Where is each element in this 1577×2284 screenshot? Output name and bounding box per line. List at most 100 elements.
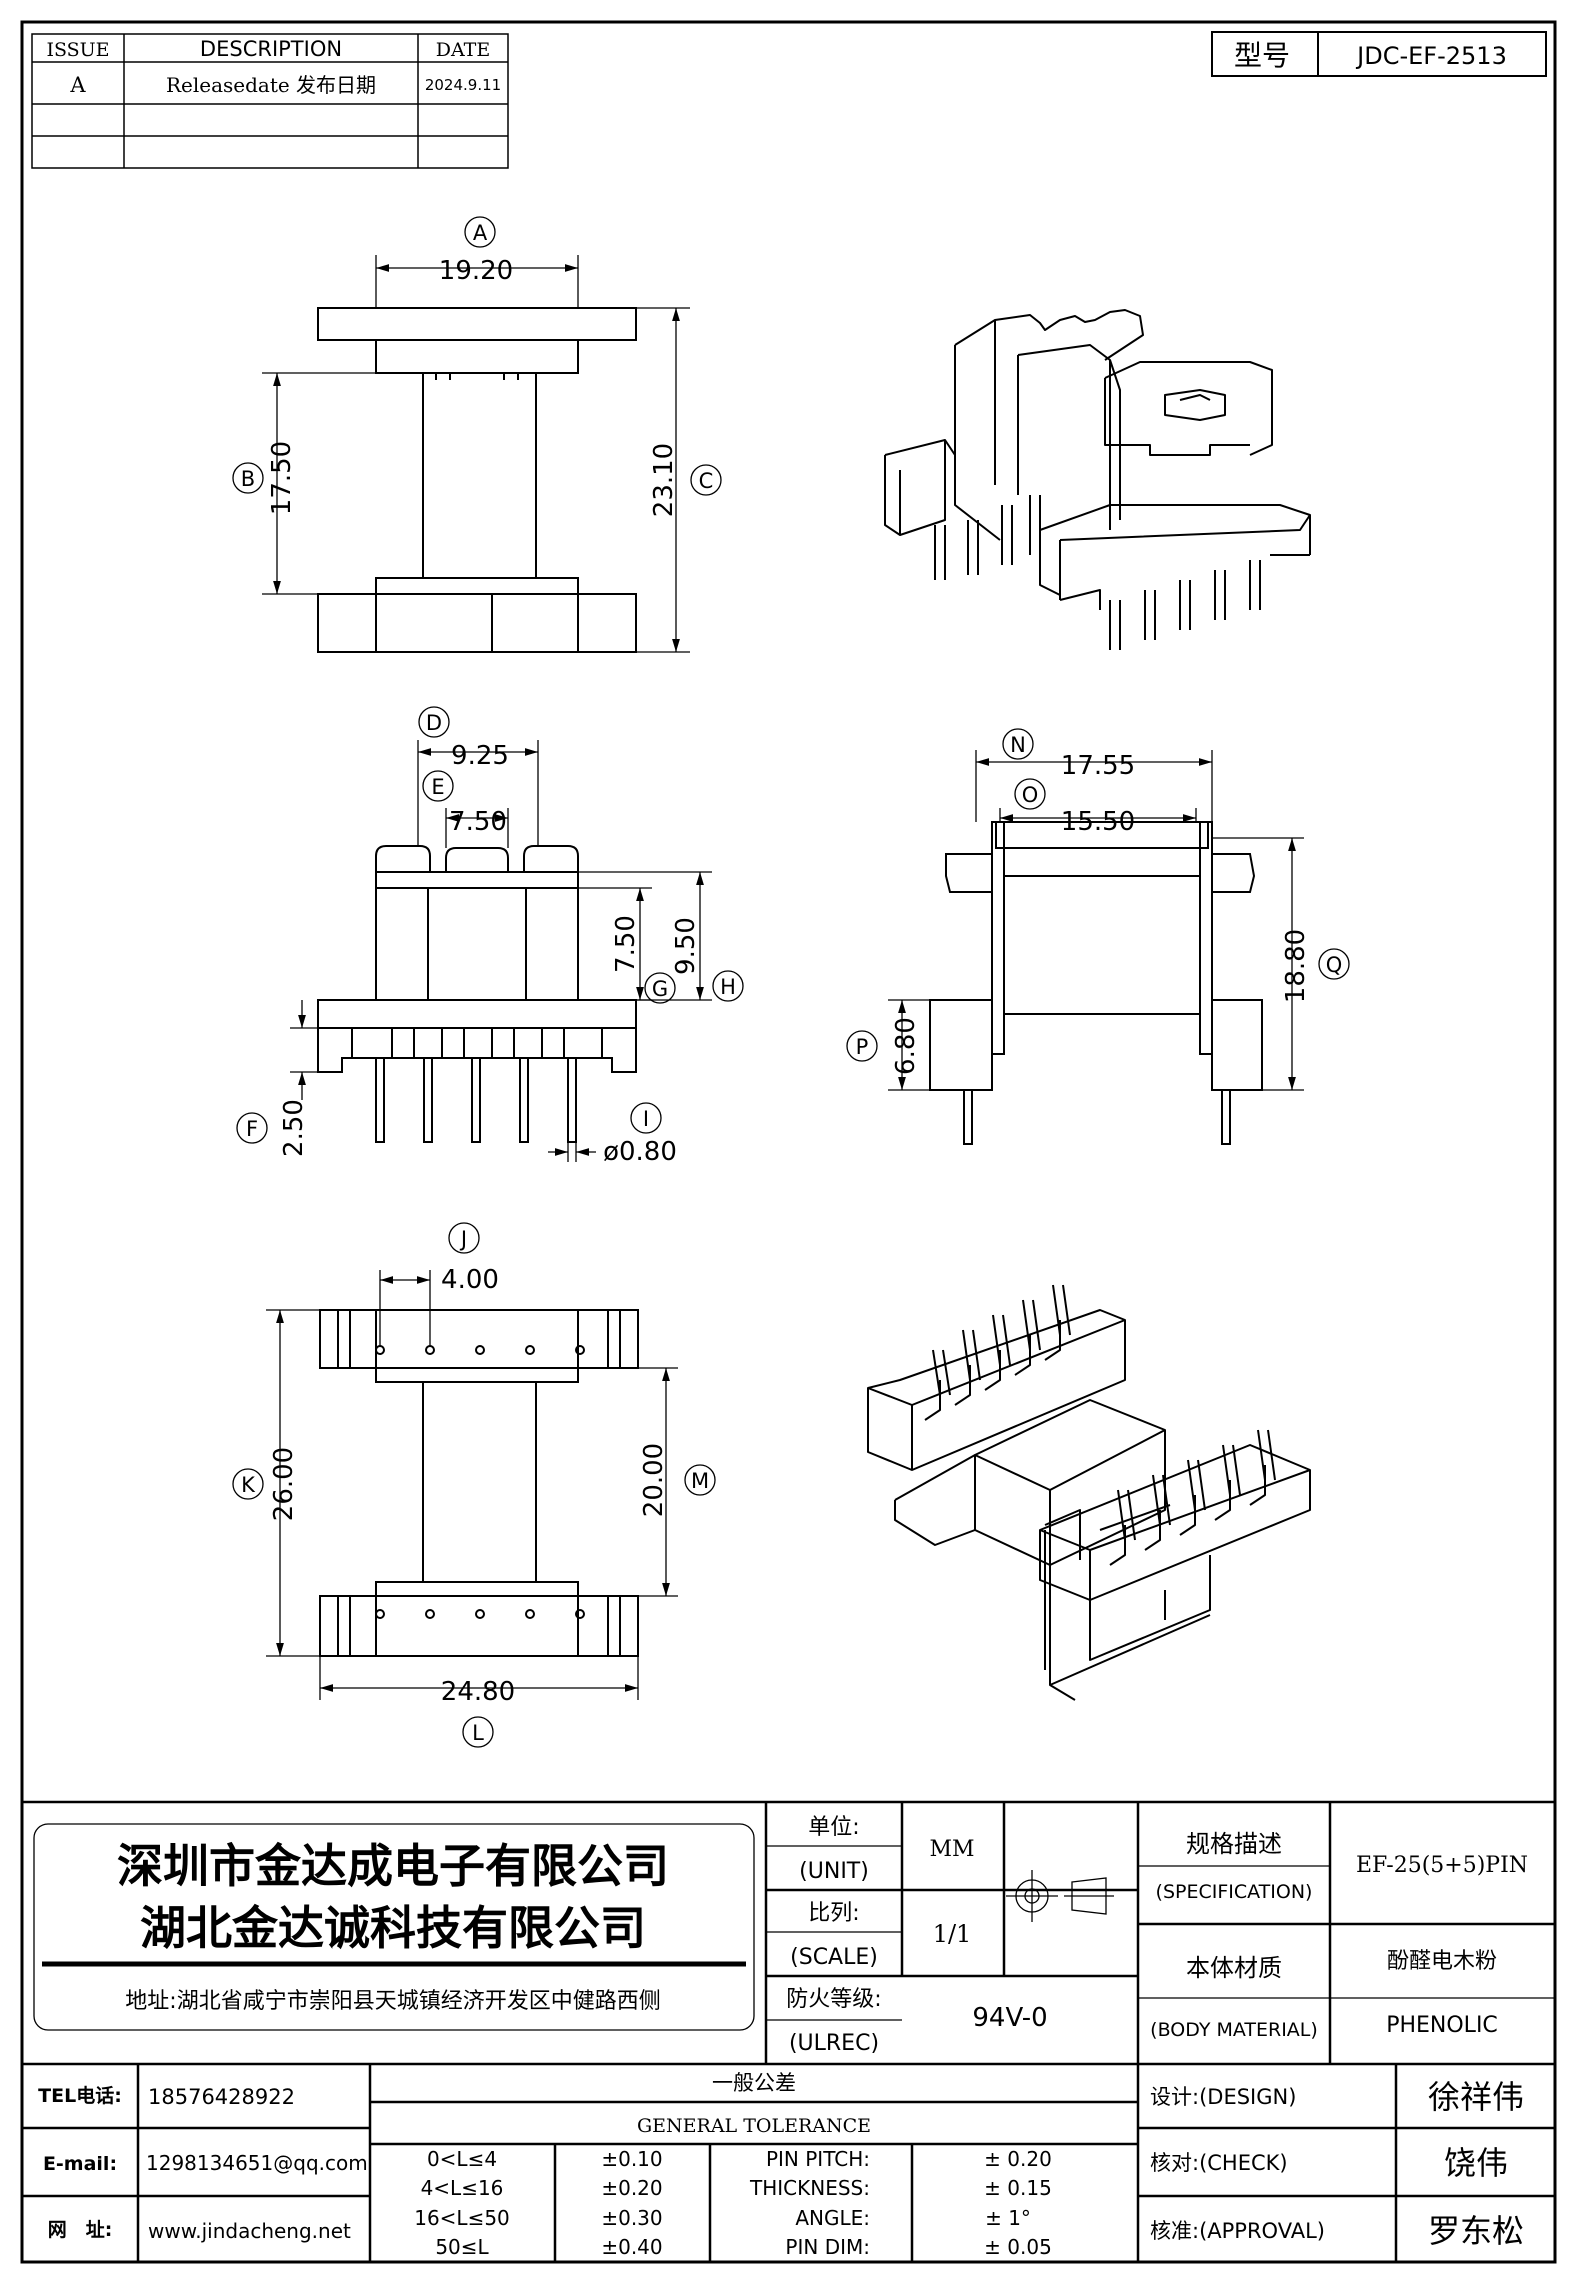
spec-thickness-label: THICKNESS: bbox=[749, 2176, 870, 2200]
tol-value-4: ±0.40 bbox=[601, 2235, 662, 2259]
rev-row-date: 2024.9.11 bbox=[425, 76, 501, 94]
material-label: 本体材质 bbox=[1186, 1954, 1282, 1982]
material-label-en: (BODY MATERIAL) bbox=[1150, 2019, 1318, 2041]
spec-pin-dim-value: ± 0.05 bbox=[984, 2235, 1052, 2259]
isometric-view-bottom bbox=[867, 1284, 1311, 1701]
dim-bubble-l bbox=[462, 1716, 494, 1748]
spec-pin-pitch-value: ± 0.20 bbox=[984, 2147, 1052, 2171]
dim-l: 24.80 bbox=[441, 1677, 515, 1707]
dim-g: 7.50 bbox=[611, 915, 641, 973]
web-value: www.jindacheng.net bbox=[148, 2219, 351, 2243]
svg-text:F: F bbox=[246, 1117, 258, 1141]
svg-text:K: K bbox=[241, 1473, 256, 1497]
email-value: 1298134651@qq.com bbox=[146, 2151, 368, 2175]
spec-pin-dim-label: PIN DIM: bbox=[785, 2235, 870, 2259]
svg-text:J: J bbox=[459, 1227, 467, 1251]
check-label: 核对:(CHECK) bbox=[1150, 2151, 1288, 2175]
tol-range-2: 4<L≤16 bbox=[421, 2176, 504, 2200]
svg-text:O: O bbox=[1022, 783, 1039, 807]
dim-c: 23.10 bbox=[649, 443, 679, 517]
tol-value-3: ±0.30 bbox=[601, 2206, 662, 2230]
spec-thickness-value: ± 0.15 bbox=[984, 2176, 1052, 2200]
dim-bubble-a bbox=[464, 216, 496, 248]
spec-angle-value: ± 1° bbox=[985, 2206, 1031, 2230]
tol-range-1: 0<L≤4 bbox=[427, 2147, 497, 2171]
scale-value: 1/1 bbox=[933, 1920, 972, 1948]
tolerance-title: 一般公差 bbox=[712, 2071, 796, 2095]
spec-label-en: (SPECIFICATION) bbox=[1156, 1881, 1313, 1903]
isometric-view-top bbox=[884, 309, 1311, 650]
dim-bubble-k bbox=[232, 1468, 264, 1500]
unit-value: MM bbox=[929, 1837, 974, 1862]
rev-header-description: DESCRIPTION bbox=[200, 37, 342, 61]
third-angle-projection-icon bbox=[1006, 1870, 1114, 1922]
dim-p: 6.80 bbox=[891, 1017, 921, 1075]
model-box bbox=[1211, 31, 1547, 77]
dim-q: 18.80 bbox=[1281, 929, 1311, 1003]
spec-pin-pitch-label: PIN PITCH: bbox=[766, 2147, 870, 2171]
revision-table bbox=[31, 33, 509, 169]
dim-bubble-b bbox=[232, 462, 264, 494]
svg-text:B: B bbox=[241, 467, 255, 491]
dim-j: 4.00 bbox=[441, 1265, 499, 1295]
rev-row-description: Releasedate 发布日期 bbox=[166, 73, 376, 97]
company-address: 地址:湖北省咸宁市崇阳县天城镇经济开发区中健路西侧 bbox=[125, 1989, 660, 2014]
svg-text:E: E bbox=[431, 775, 444, 799]
design-name: 徐祥伟 bbox=[1428, 2078, 1524, 2116]
svg-text:L: L bbox=[472, 1721, 484, 1745]
material-value: 酚醛电木粉 bbox=[1387, 1949, 1497, 1974]
dim-bubble-j bbox=[448, 1222, 480, 1254]
tel-value: 18576428922 bbox=[148, 2085, 295, 2109]
model-value: JDC-EF-2513 bbox=[1355, 42, 1507, 70]
tel-label: TEL电话: bbox=[38, 2084, 122, 2107]
tolerance-title-en: GENERAL TOLERANCE bbox=[637, 2115, 871, 2137]
material-value-en: PHENOLIC bbox=[1386, 2013, 1498, 2038]
approval-label: 核准:(APPROVAL) bbox=[1150, 2219, 1325, 2243]
web-label: 网 址: bbox=[48, 2219, 113, 2241]
svg-text:D: D bbox=[426, 711, 442, 735]
rev-header-date: DATE bbox=[436, 39, 490, 61]
ul-value: 94V-0 bbox=[972, 2003, 1047, 2033]
front-view bbox=[317, 845, 637, 1143]
svg-text:P: P bbox=[856, 1035, 869, 1059]
dim-bubble-g bbox=[644, 972, 676, 1004]
dim-bubble-m bbox=[684, 1464, 716, 1496]
dim-a: 19.20 bbox=[439, 256, 513, 286]
svg-text:H: H bbox=[720, 975, 736, 999]
dim-bubble-h bbox=[712, 970, 744, 1002]
company-name-2: 湖北金达诚科技有限公司 bbox=[140, 1901, 646, 1955]
ul-label: 防火等级: bbox=[786, 1987, 881, 2012]
svg-text:N: N bbox=[1010, 733, 1026, 757]
dim-bubble-c bbox=[690, 464, 722, 496]
dim-h: 9.50 bbox=[671, 917, 701, 975]
dim-m: 20.00 bbox=[639, 1443, 669, 1517]
svg-text:Q: Q bbox=[1326, 953, 1343, 977]
rev-header-issue: ISSUE bbox=[46, 39, 109, 61]
svg-text:I: I bbox=[643, 1107, 649, 1131]
dim-bubble-n bbox=[1002, 728, 1034, 760]
design-label: 设计:(DESIGN) bbox=[1150, 2085, 1296, 2109]
tol-range-4: 50≤L bbox=[435, 2235, 489, 2259]
dim-o: 15.50 bbox=[1061, 807, 1135, 837]
spec-label: 规格描述 bbox=[1186, 1830, 1282, 1858]
side-view bbox=[929, 821, 1263, 1145]
rev-row-issue: A bbox=[69, 73, 86, 97]
sheet-border bbox=[20, 20, 1557, 2264]
company-name-1: 深圳市金达成电子有限公司 bbox=[117, 1839, 669, 1893]
tol-range-3: 16<L≤50 bbox=[414, 2206, 510, 2230]
dim-n: 17.55 bbox=[1061, 751, 1135, 781]
dim-bubble-i bbox=[630, 1102, 662, 1134]
approval-name: 罗东松 bbox=[1428, 2212, 1524, 2250]
model-label: 型号 bbox=[1234, 39, 1290, 72]
dim-bubble-d bbox=[418, 706, 450, 738]
top-view bbox=[317, 307, 637, 653]
dim-b: 17.50 bbox=[267, 441, 297, 515]
title-block-grid bbox=[22, 1800, 1555, 2262]
tol-value-2: ±0.20 bbox=[601, 2176, 662, 2200]
dim-bubble-o bbox=[1014, 778, 1046, 810]
spec-angle-label: ANGLE: bbox=[795, 2206, 870, 2230]
scale-label: 比列: bbox=[808, 1901, 859, 1926]
unit-label-en: (UNIT) bbox=[799, 1859, 869, 1884]
dim-bubble-e bbox=[422, 770, 454, 802]
check-name: 饶伟 bbox=[1444, 2144, 1508, 2182]
